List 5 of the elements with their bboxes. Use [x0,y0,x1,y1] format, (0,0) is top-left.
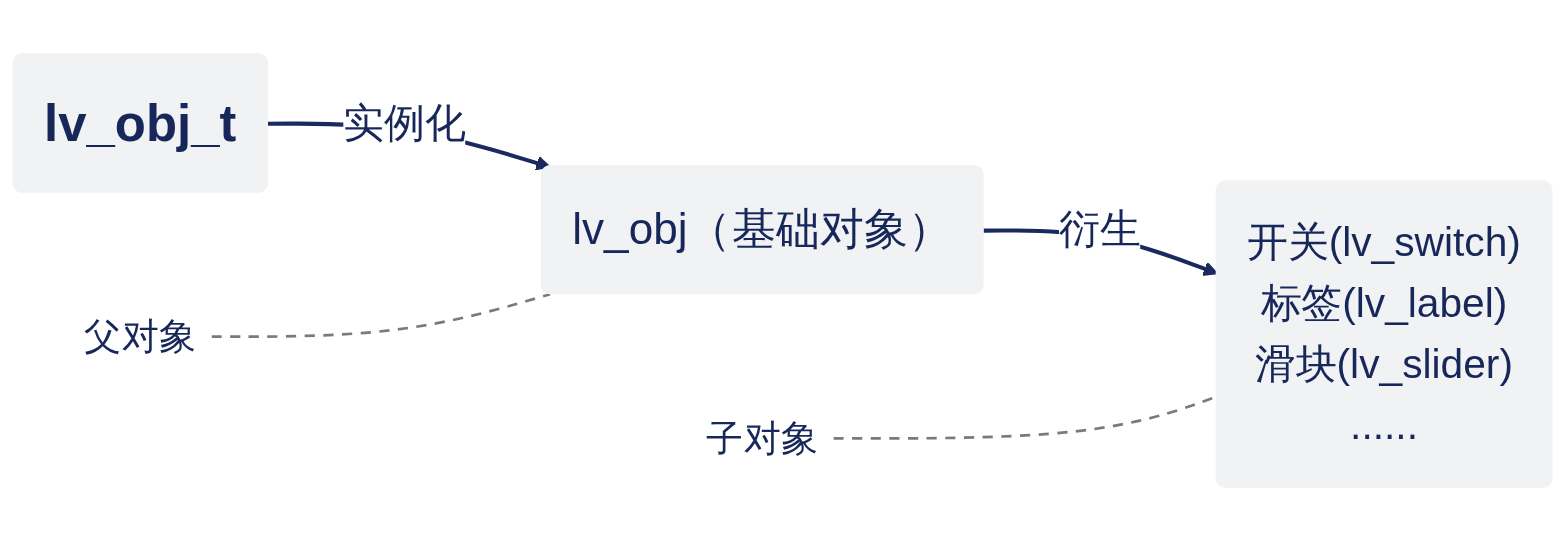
connector [211,292,551,338]
node-text: 子对象 [706,417,819,460]
edge-label: 实例化 [343,99,466,145]
node-text: 父对象 [84,315,197,358]
edge-label: 衍生 [1058,206,1141,252]
